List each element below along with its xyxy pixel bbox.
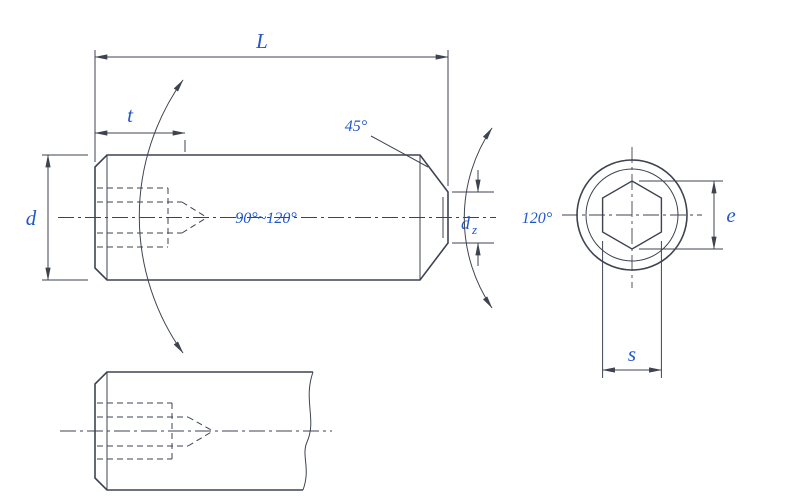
dim-socket-flat-width: s — [601, 241, 663, 378]
label-overall-length: L — [255, 29, 268, 53]
partial-view — [60, 371, 332, 491]
break-line — [302, 371, 314, 491]
label-point-diameter: d — [461, 213, 471, 233]
label-point-diameter-subscript: z — [471, 222, 477, 237]
dim-point-angle: 120° — [463, 127, 553, 309]
hidden-socket-lines — [97, 402, 214, 460]
dim-overall-length: L — [94, 29, 449, 186]
label-socket-flat-width: s — [628, 342, 636, 366]
dim-thread-diameter: d — [26, 154, 88, 281]
label-socket-depth: t — [127, 103, 134, 127]
hidden-line — [181, 217, 208, 234]
leader-line — [370, 135, 429, 168]
hidden-line — [187, 416, 214, 432]
label-chamfer-angle: 45° — [345, 118, 368, 135]
hidden-line — [181, 201, 208, 218]
dim-socket-depth: t — [94, 103, 186, 152]
angle-arc — [138, 79, 184, 354]
label-point-angle: 120° — [522, 210, 553, 227]
label-internal-cone-angle: 90°~120° — [235, 210, 297, 227]
dim-chamfer-angle: 45° — [345, 118, 429, 168]
dim-point-diameter: d z — [452, 170, 494, 266]
dim-socket-corner-width: e — [639, 180, 736, 250]
label-socket-corner-width: e — [726, 203, 735, 227]
side-view — [58, 154, 496, 281]
label-thread-diameter: d — [26, 206, 37, 230]
end-view — [562, 147, 702, 288]
dim-internal-cone-angle: 90°~120° — [138, 79, 297, 354]
hidden-line — [187, 430, 214, 447]
angle-arc — [463, 127, 493, 309]
